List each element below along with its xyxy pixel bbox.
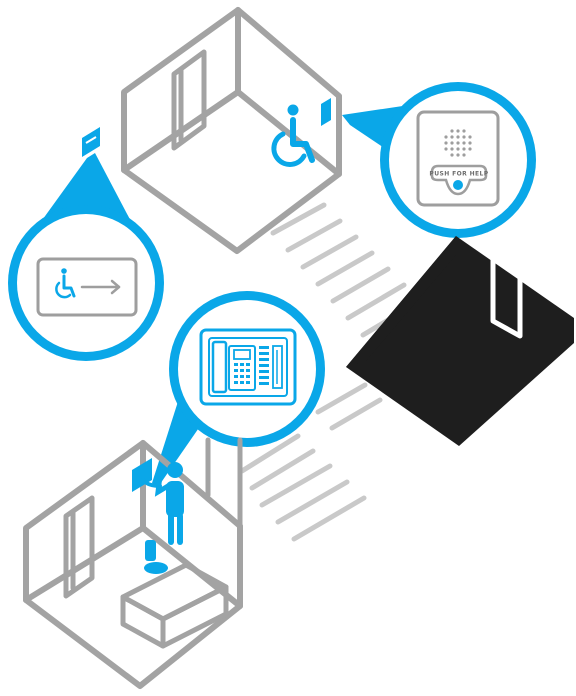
bottom-room bbox=[23, 437, 243, 689]
top-room bbox=[121, 7, 342, 254]
sign-callout bbox=[8, 205, 164, 361]
intercom-icon bbox=[416, 110, 500, 207]
wheelchair-icon bbox=[271, 104, 315, 167]
wall-sign-marker bbox=[82, 127, 100, 157]
handset bbox=[211, 340, 228, 394]
headset-person-icon bbox=[141, 462, 184, 545]
stair-room bbox=[346, 236, 574, 446]
wheelchair-arrow-sign-icon bbox=[55, 268, 121, 299]
reception-desk bbox=[120, 562, 229, 649]
wall-phone-marker bbox=[132, 458, 152, 492]
push-for-help-label: PUSH FOR HELP bbox=[429, 171, 488, 178]
wall-help-point-marker bbox=[321, 98, 331, 126]
bottom-room-door bbox=[63, 495, 95, 599]
phone-callout bbox=[169, 291, 325, 447]
keypad bbox=[234, 363, 250, 384]
help-button bbox=[453, 180, 463, 190]
speaker-grille bbox=[444, 129, 472, 157]
help-point-callout: PUSH FOR HELP bbox=[380, 82, 536, 238]
help-button-housing bbox=[430, 164, 488, 196]
stair-room-door bbox=[490, 255, 523, 339]
phone-console-icon bbox=[199, 328, 297, 406]
door bbox=[171, 49, 207, 151]
lower-stairs bbox=[239, 382, 383, 542]
desk-chair bbox=[144, 540, 168, 574]
